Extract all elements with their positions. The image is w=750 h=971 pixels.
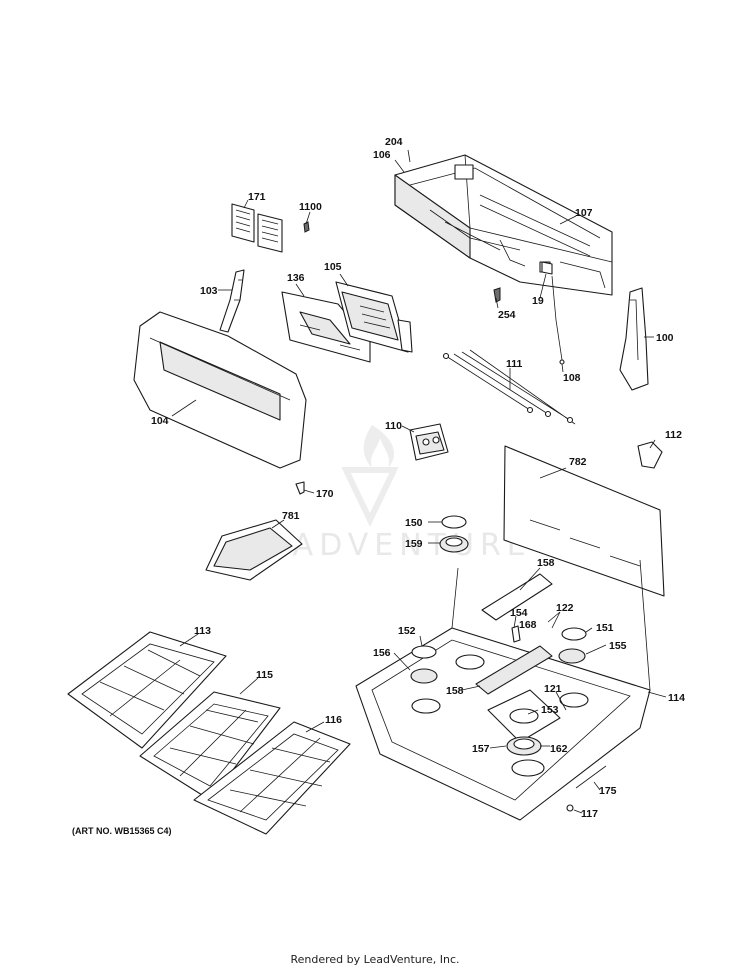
part-782-rear-panel bbox=[503, 445, 665, 597]
part-155-burner bbox=[558, 648, 586, 664]
callout-117: 117 bbox=[581, 808, 598, 820]
callout-111: 111 bbox=[506, 358, 523, 370]
callout-171: 171 bbox=[248, 191, 266, 203]
part-108-wire bbox=[551, 275, 565, 365]
part-116-grate bbox=[193, 721, 351, 835]
callout-158-front: 158 bbox=[446, 685, 464, 697]
callout-104: 104 bbox=[151, 415, 169, 427]
callout-106: 106 bbox=[373, 149, 391, 161]
callout-155: 155 bbox=[609, 640, 627, 652]
part-117-nut bbox=[566, 804, 574, 812]
part-159-burner bbox=[439, 535, 469, 553]
callout-110: 110 bbox=[385, 420, 402, 432]
part-150-cap bbox=[441, 515, 467, 529]
part-158-cover bbox=[481, 573, 553, 621]
part-136-overlay bbox=[281, 291, 371, 363]
part-104-panel bbox=[133, 311, 307, 469]
art-number-note: (ART NO. WB15365 C4) bbox=[72, 826, 172, 836]
callout-157: 157 bbox=[472, 743, 490, 755]
callout-175: 175 bbox=[599, 785, 617, 797]
callout-122: 122 bbox=[556, 602, 574, 614]
callout-168: 168 bbox=[519, 619, 537, 631]
callout-121: 121 bbox=[544, 683, 562, 695]
part-157-burner bbox=[506, 736, 542, 756]
callout-105: 105 bbox=[324, 261, 342, 273]
part-254-screw bbox=[493, 287, 501, 303]
callout-154: 154 bbox=[510, 607, 528, 619]
callout-153: 153 bbox=[541, 704, 559, 716]
part-158-burner-plate bbox=[475, 645, 553, 695]
callout-158-top: 158 bbox=[537, 557, 555, 569]
part-115-grate bbox=[139, 691, 281, 801]
callout-150: 150 bbox=[405, 517, 423, 529]
part-110-valve bbox=[409, 423, 449, 461]
part-175-rod bbox=[575, 765, 607, 789]
part-111-wires bbox=[442, 349, 576, 425]
callout-159: 159 bbox=[405, 538, 423, 550]
part-154-electrode bbox=[511, 625, 521, 643]
part-781-cover bbox=[205, 519, 303, 581]
callout-115: 115 bbox=[256, 669, 273, 681]
callout-152: 152 bbox=[398, 625, 416, 637]
leader-lines bbox=[171, 149, 667, 814]
part-151-cap bbox=[561, 627, 587, 641]
callout-labels: 204 106 107 171 1100 136 105 103 19 254 … bbox=[72, 136, 685, 836]
callout-156: 156 bbox=[373, 647, 391, 659]
callout-170: 170 bbox=[316, 488, 334, 500]
callout-204: 204 bbox=[385, 136, 403, 148]
callout-254: 254 bbox=[498, 309, 516, 321]
callout-116: 116 bbox=[325, 714, 342, 726]
callout-781: 781 bbox=[282, 510, 300, 522]
part-103-bracket bbox=[219, 269, 245, 333]
callout-113: 113 bbox=[194, 625, 211, 637]
part-156-burner bbox=[410, 668, 438, 684]
part-19-clip bbox=[541, 261, 553, 275]
callout-100: 100 bbox=[656, 332, 674, 344]
callout-103: 103 bbox=[200, 285, 218, 297]
callout-136: 136 bbox=[287, 272, 305, 284]
callout-108: 108 bbox=[563, 372, 581, 384]
callout-112: 112 bbox=[665, 429, 682, 441]
part-170-screw bbox=[295, 481, 305, 495]
part-112-regulator bbox=[637, 441, 663, 469]
part-171-grilles bbox=[231, 203, 283, 253]
callout-162: 162 bbox=[550, 743, 568, 755]
callout-782: 782 bbox=[569, 456, 587, 468]
part-153-cap bbox=[509, 708, 539, 724]
callout-19: 19 bbox=[532, 295, 544, 307]
part-113-grate bbox=[67, 631, 227, 749]
part-100-side-trim bbox=[619, 287, 649, 391]
part-105-control bbox=[335, 281, 413, 353]
callout-1100: 1100 bbox=[299, 201, 322, 213]
callout-114: 114 bbox=[668, 692, 685, 704]
render-credit-footer: Rendered by LeadVenture, Inc. bbox=[290, 953, 460, 966]
callout-107: 107 bbox=[575, 207, 593, 219]
callout-151: 151 bbox=[596, 622, 614, 634]
part-107-backguard bbox=[394, 154, 613, 296]
part-152-cap bbox=[411, 645, 437, 659]
